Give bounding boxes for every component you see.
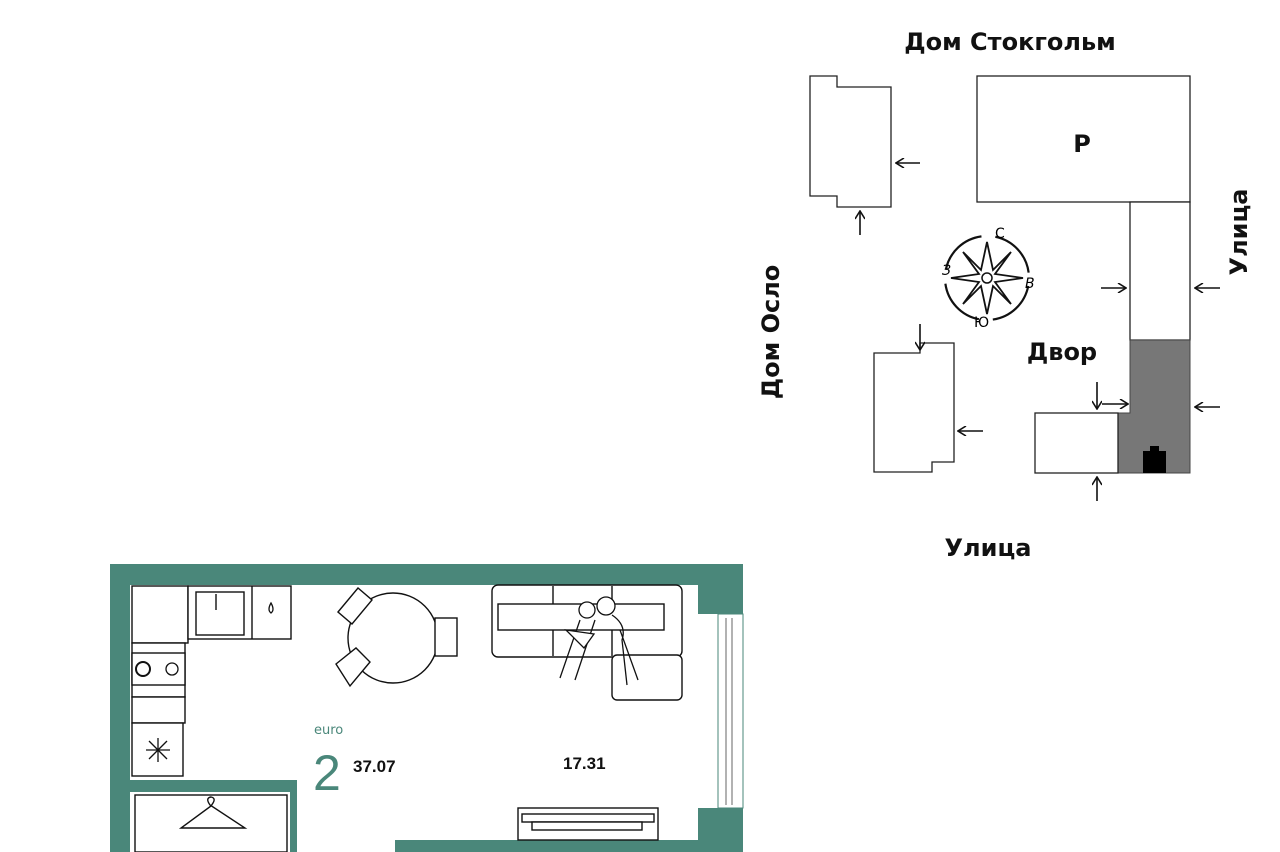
stove-burner-icon xyxy=(135,661,151,677)
compass-west: З xyxy=(942,263,951,279)
sofa xyxy=(491,584,683,701)
parking-building xyxy=(976,75,1191,203)
parking-label: P xyxy=(1073,130,1091,158)
yard-label: Двор xyxy=(1027,338,1097,366)
house-oslo-label: Дом Осло xyxy=(757,265,785,400)
compass-north: С xyxy=(995,226,1005,242)
building-small xyxy=(1034,412,1119,474)
building-upper-left xyxy=(809,75,892,208)
compass-east: В xyxy=(1025,276,1035,292)
apartment-type-label: euro xyxy=(314,723,343,738)
stove-burner-icon xyxy=(165,662,179,676)
sink-icon xyxy=(195,591,245,636)
building-column xyxy=(1129,201,1191,341)
compass-south: Ю xyxy=(974,315,989,331)
window xyxy=(717,613,744,809)
street-right-label: Улица xyxy=(1225,189,1253,276)
hanger-icon xyxy=(178,796,248,829)
compass-rose-icon: С З В Ю xyxy=(942,226,1035,331)
entrance-icon xyxy=(1143,446,1166,473)
street-bottom-label: Улица xyxy=(945,534,1032,562)
rooms-count: 2 xyxy=(313,745,341,801)
house-stockholm-label: Дом Стокгольм xyxy=(904,28,1116,56)
kitchen xyxy=(131,585,292,777)
walls xyxy=(110,564,743,852)
people-on-sofa-icon xyxy=(559,596,639,686)
room-area: 17.31 xyxy=(563,754,606,773)
entrance-arrows xyxy=(860,163,1220,501)
water-drop-icon xyxy=(268,601,274,614)
dining-table xyxy=(335,587,458,688)
closet xyxy=(134,794,288,852)
tv-unit xyxy=(517,807,659,841)
snowflake-icon xyxy=(146,738,170,762)
total-area: 37.07 xyxy=(353,757,396,776)
